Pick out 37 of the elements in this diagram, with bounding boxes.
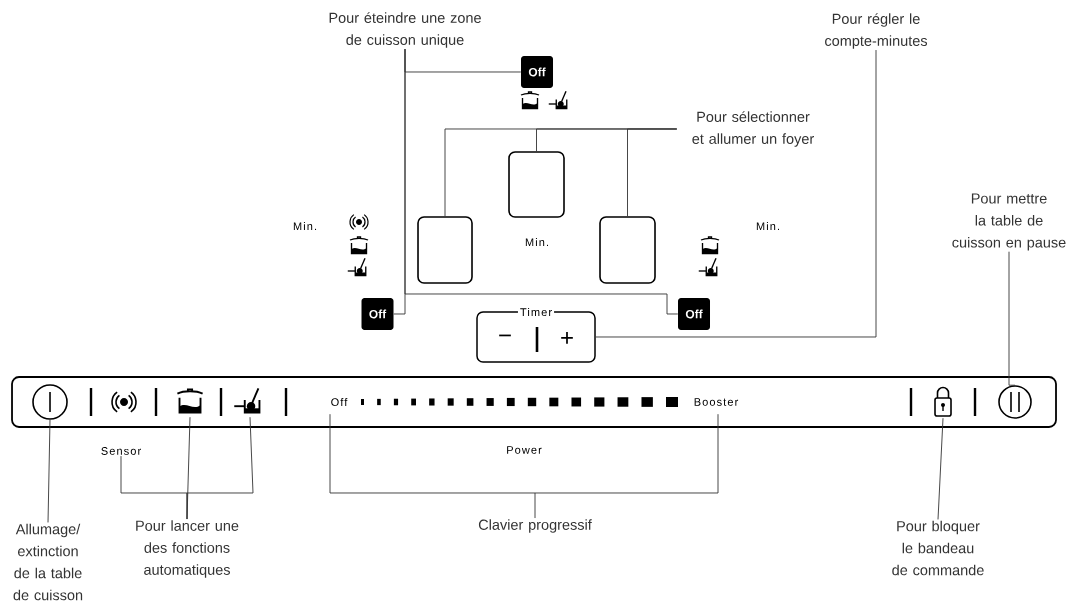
lock-icon xyxy=(934,386,952,417)
off-button: Off xyxy=(678,298,710,330)
cooking-zone-box xyxy=(508,151,565,218)
leader-line xyxy=(47,419,51,523)
annotation-text: Pour lancer une des fonctions automatiques xyxy=(136,520,239,578)
annotation-text: Clavier progressif xyxy=(478,519,592,533)
pot-icon xyxy=(176,388,204,414)
control-panel xyxy=(11,376,1057,428)
min-label: Min. xyxy=(756,222,780,230)
sensor-label: Sensor xyxy=(101,447,141,455)
annotation-text: Pour éteindre une zone de cuisson unique xyxy=(329,12,481,48)
leader-line xyxy=(1008,251,1016,386)
cooking-zone-box xyxy=(599,216,656,284)
off-button: Off xyxy=(521,56,553,88)
annotation-text: Allumage/ extinction de la table de cuisson xyxy=(13,523,83,601)
node-label: Booster xyxy=(694,398,739,406)
leader-line xyxy=(937,417,944,520)
leader-line xyxy=(595,49,877,338)
power-label: Power xyxy=(507,446,542,454)
power-button-icon xyxy=(32,384,68,420)
min-label: Min. xyxy=(525,238,549,246)
min-label: Min. xyxy=(293,222,317,230)
timer-button: Timer − + xyxy=(476,305,596,363)
node-label: Off xyxy=(331,397,348,407)
off-button: Off xyxy=(361,298,394,330)
cooking-zone-box xyxy=(417,216,473,284)
annotation-text: Pour mettre la table de cuisson en pause xyxy=(952,193,1066,251)
pause-button-icon xyxy=(998,385,1032,419)
annotation-text: Pour régler le compte-minutes xyxy=(825,13,928,49)
annotation-text: Pour bloquer le bandeau de commande xyxy=(892,520,984,576)
leader-line xyxy=(329,413,719,519)
power-slider: Off Booster xyxy=(331,397,739,407)
leader-line xyxy=(186,416,254,520)
leader-line xyxy=(627,128,678,217)
annotation-text: Pour sélectionner et allumer un foyer xyxy=(692,111,814,147)
pan-icon xyxy=(233,387,261,414)
leader-line xyxy=(404,48,679,315)
